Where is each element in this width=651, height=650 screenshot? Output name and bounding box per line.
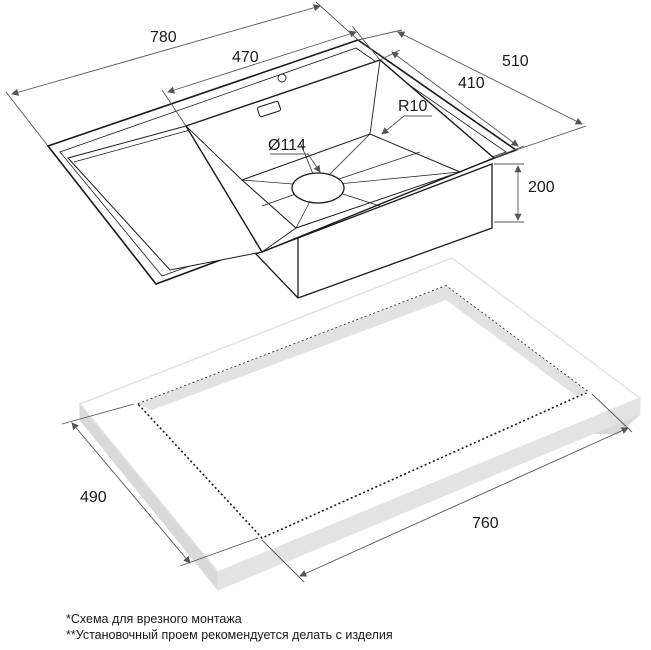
dimension-bowl-length: 470 bbox=[161, 25, 381, 127]
dim-label-780: 780 bbox=[150, 29, 177, 46]
note-cutout-recommendation: **Установочный проем рекомендуется делат… bbox=[66, 628, 393, 642]
dim-label-114: Ø114 bbox=[268, 137, 306, 154]
dimension-corner-radius: R10 bbox=[381, 98, 432, 135]
dim-label-410: 410 bbox=[458, 75, 485, 92]
dimension-cutout-length: 760 bbox=[261, 393, 633, 583]
dim-label-r10: R10 bbox=[398, 98, 427, 115]
dimension-bowl-width: 410 bbox=[379, 49, 525, 159]
bowl-body bbox=[254, 163, 493, 299]
dim-label-490: 490 bbox=[80, 489, 107, 506]
dim-label-470: 470 bbox=[232, 49, 259, 66]
cutout-shadow-back bbox=[138, 286, 446, 410]
sink bbox=[46, 39, 518, 299]
note-mounting-scheme: *Схема для врезного монтажа bbox=[66, 612, 242, 626]
dim-label-760: 760 bbox=[472, 515, 499, 532]
tap-hole bbox=[277, 73, 287, 83]
dim-label-200: 200 bbox=[528, 179, 555, 196]
overflow-slot bbox=[257, 100, 281, 118]
dimension-cutout-width: 490 bbox=[61, 403, 259, 567]
dimension-drain-diameter: Ø114 bbox=[268, 137, 321, 173]
cutout-opening bbox=[136, 285, 590, 539]
cutout-shadow-wall bbox=[446, 286, 588, 396]
drain-hole bbox=[291, 172, 345, 204]
countertop bbox=[78, 257, 642, 592]
dim-label-510: 510 bbox=[502, 53, 529, 70]
dimension-bowl-depth: 200 bbox=[494, 163, 555, 223]
